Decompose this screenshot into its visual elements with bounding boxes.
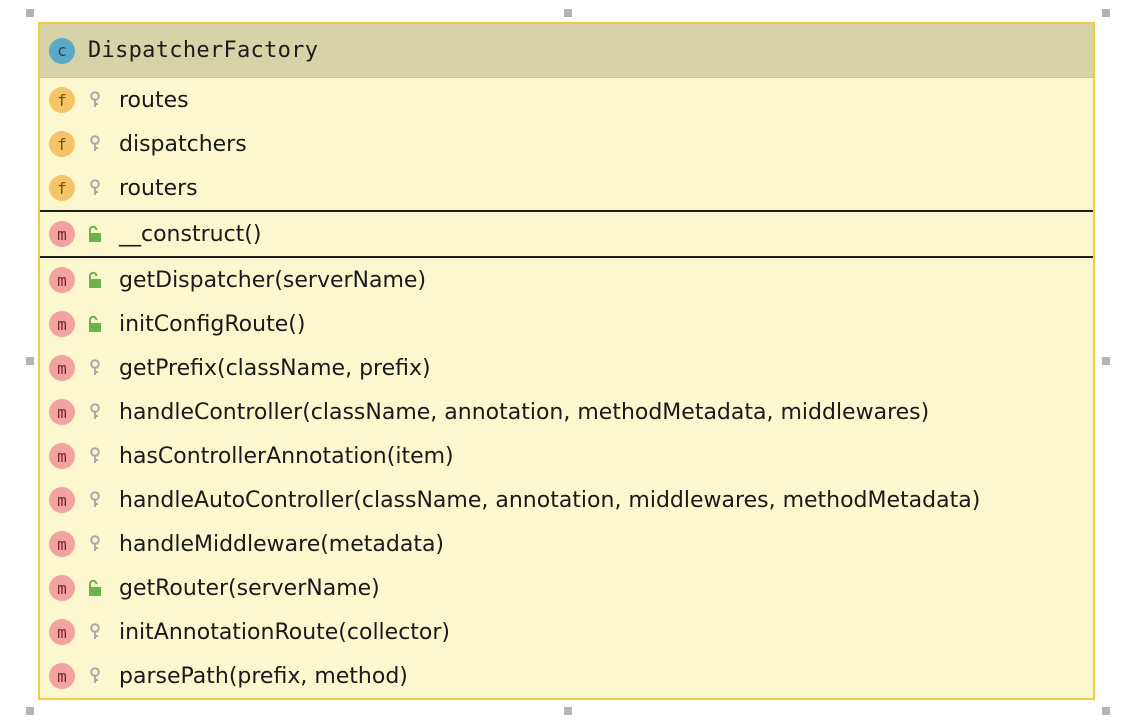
method-row[interactable]: m parsePath(prefix, method) bbox=[40, 654, 1093, 698]
method-row[interactable]: m getPrefix(className, prefix) bbox=[40, 346, 1093, 390]
method-row[interactable]: m initAnnotationRoute(collector) bbox=[40, 610, 1093, 654]
method-name: handleMiddleware(metadata) bbox=[119, 531, 445, 557]
method-name: initConfigRoute() bbox=[119, 311, 306, 337]
field-row[interactable]: f routers bbox=[40, 166, 1093, 210]
constructor-name: __construct() bbox=[119, 221, 262, 247]
private-key-icon bbox=[87, 134, 103, 154]
field-name: routes bbox=[119, 87, 189, 113]
method-name: getDispatcher(serverName) bbox=[119, 267, 427, 293]
method-icon: m bbox=[49, 399, 75, 425]
private-key-icon bbox=[87, 490, 103, 510]
constructors-section: m __construct() bbox=[40, 210, 1093, 256]
field-name: dispatchers bbox=[119, 131, 247, 157]
private-key-icon bbox=[87, 402, 103, 422]
private-key-icon bbox=[87, 666, 103, 686]
method-icon: m bbox=[49, 267, 75, 293]
resize-handle-bottom-left[interactable] bbox=[26, 707, 34, 715]
field-row[interactable]: f routes bbox=[40, 78, 1093, 122]
method-name: parsePath(prefix, method) bbox=[119, 663, 408, 689]
private-key-icon bbox=[87, 358, 103, 378]
method-name: handleAutoController(className, annotati… bbox=[119, 487, 981, 513]
public-lock-icon bbox=[87, 314, 103, 334]
method-row[interactable]: m handleController(className, annotation,… bbox=[40, 390, 1093, 434]
private-key-icon bbox=[87, 622, 103, 642]
fields-section: f routes f dispatchers f routers bbox=[40, 78, 1093, 210]
resize-handle-middle-right[interactable] bbox=[1102, 357, 1110, 365]
constructor-row[interactable]: m __construct() bbox=[40, 212, 1093, 256]
method-icon: m bbox=[49, 575, 75, 601]
method-name: getPrefix(className, prefix) bbox=[119, 355, 431, 381]
method-row[interactable]: m handleAutoController(className, annotat… bbox=[40, 478, 1093, 522]
private-key-icon bbox=[87, 534, 103, 554]
class-name: DispatcherFactory bbox=[88, 38, 319, 63]
methods-section: m getDispatcher(serverName) m initConfigRou… bbox=[40, 256, 1093, 698]
resize-handle-top-left[interactable] bbox=[26, 9, 34, 17]
method-row[interactable]: m getDispatcher(serverName) bbox=[40, 258, 1093, 302]
method-icon: m bbox=[49, 355, 75, 381]
resize-handle-bottom-center[interactable] bbox=[564, 707, 572, 715]
resize-handle-middle-left[interactable] bbox=[26, 357, 34, 365]
private-key-icon bbox=[87, 178, 103, 198]
resize-handle-bottom-right[interactable] bbox=[1102, 707, 1110, 715]
method-icon: m bbox=[49, 531, 75, 557]
field-icon: f bbox=[49, 131, 75, 157]
method-row[interactable]: m initConfigRoute() bbox=[40, 302, 1093, 346]
method-icon: m bbox=[49, 663, 75, 689]
method-icon: m bbox=[49, 311, 75, 337]
public-lock-icon bbox=[87, 270, 103, 290]
field-icon: f bbox=[49, 87, 75, 113]
class-header[interactable]: c DispatcherFactory bbox=[40, 24, 1093, 78]
method-name: hasControllerAnnotation(item) bbox=[119, 443, 454, 469]
method-icon: m bbox=[49, 487, 75, 513]
constructor-icon: m bbox=[49, 221, 75, 247]
method-icon: m bbox=[49, 619, 75, 645]
method-row[interactable]: m hasControllerAnnotation(item) bbox=[40, 434, 1093, 478]
method-name: handleController(className, annotation, … bbox=[119, 399, 930, 425]
private-key-icon bbox=[87, 446, 103, 466]
field-name: routers bbox=[119, 175, 198, 201]
class-icon: c bbox=[49, 37, 75, 64]
public-lock-icon bbox=[87, 578, 103, 598]
method-row[interactable]: m getRouter(serverName) bbox=[40, 566, 1093, 610]
method-icon: m bbox=[49, 443, 75, 469]
public-lock-icon bbox=[87, 224, 103, 244]
resize-handle-top-center[interactable] bbox=[564, 9, 572, 17]
resize-handle-top-right[interactable] bbox=[1102, 9, 1110, 17]
field-row[interactable]: f dispatchers bbox=[40, 122, 1093, 166]
method-name: initAnnotationRoute(collector) bbox=[119, 619, 451, 645]
method-row[interactable]: m handleMiddleware(metadata) bbox=[40, 522, 1093, 566]
private-key-icon bbox=[87, 90, 103, 110]
method-name: getRouter(serverName) bbox=[119, 575, 380, 601]
field-icon: f bbox=[49, 175, 75, 201]
